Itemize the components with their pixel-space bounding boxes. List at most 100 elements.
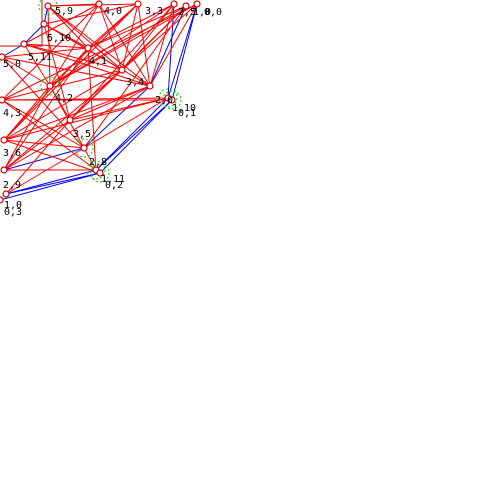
node-label: 0,3 [4,207,22,218]
graph-edge [87,3,139,49]
graph-edge [3,139,101,174]
node-label: 4,2 [55,93,73,104]
graph-edge [0,172,101,201]
graph-node [0,53,6,61]
node-label: 2,0 [155,95,173,106]
graph-node [182,2,190,10]
node-label: 1,10 [172,103,196,114]
node-label: 2,9 [3,180,21,191]
graph-node [146,82,154,90]
node-label: 3,3 [145,6,163,17]
graph-edge [3,69,123,171]
graph-node [96,169,104,177]
node-label: 0,0 [204,7,222,18]
graph-edge [69,5,187,121]
graph-node [193,0,201,8]
graph-edge [43,23,123,71]
graph-edge [99,99,173,174]
graph-edge [47,5,89,49]
graph-node [0,196,4,204]
node-label: 5,9 [55,6,73,17]
node-label: 5,11 [28,52,52,63]
graph-edge [121,3,198,71]
graph-edge [5,147,85,195]
node-highlight-ring [86,160,106,180]
node-highlight-ring [40,76,60,96]
graph-edge [3,97,169,141]
node-label: 3,5 [73,129,91,140]
graph-edge [3,69,123,141]
node-label: 0,1 [178,108,196,119]
graph-node [40,20,48,28]
graph-node [95,0,103,8]
node-highlight-ring [90,163,110,183]
graph-node [0,136,8,144]
label-group: 5,9 4,0 3,3 2,5 1,0 0,0 5,10 5,11 5,0 4,… [3,6,222,218]
graph-edge [5,119,71,195]
graph-node [66,116,74,124]
node-label: 2,5 [178,7,196,18]
graph-node [170,0,178,8]
graph-edge [23,43,123,71]
graph-node [46,82,54,90]
graph-edge [47,5,51,87]
graph-node [0,96,6,104]
graph-edge [95,99,173,171]
graph-node [0,166,8,174]
graph-edge [1,3,198,101]
graph-edge [3,139,85,149]
graph-edge [149,3,198,87]
graph-node [118,66,126,74]
graph-edge [49,3,198,87]
graph-edge [23,3,100,45]
graph-node [2,190,10,198]
graph-node [168,96,176,104]
graph-edge [43,3,139,25]
node-highlight-ring [158,88,178,108]
graph-edge [87,47,97,171]
graph-edge [47,5,123,71]
node-label: 4,0 [104,6,122,17]
graph-node [20,40,28,48]
node-label: 1,0 [4,200,22,211]
node-label: 3,4 [126,77,144,88]
graph-edge [137,3,151,87]
node-group [0,0,201,204]
graph-edge [69,97,169,121]
graph-edge [69,85,151,121]
node-label: 3,6 [3,148,21,159]
graph-edge [1,56,85,149]
node-label: 4,1 [89,56,107,67]
graph-edge [49,5,187,87]
node-highlight-ring [162,90,182,110]
node-label: 1,0 [193,7,211,18]
graph-edge [83,97,169,149]
graph-edge [83,85,151,149]
node-highlight-ring [38,0,58,16]
graph-edge [1,47,89,58]
node-label: 2,8 [89,157,107,168]
graph-edge [43,23,71,121]
node-highlight-ring [74,138,94,158]
graph-edge [1,99,97,171]
node-label: 1,11 [101,174,125,185]
graph-edge [167,3,198,99]
graph-edge [23,23,45,45]
graph-node [44,2,52,10]
graph-edge [3,119,71,171]
graph-edge [49,85,71,121]
red-edge-group [1,3,198,195]
graph-edge [49,3,175,87]
graph-edge [1,3,100,101]
graph-edge [5,172,101,195]
graph-edge [95,97,169,171]
frame-box [0,0,43,47]
graph-node [80,144,88,152]
green-ring-group [38,0,182,183]
graph-edge [171,3,198,101]
graph-edge [1,99,85,149]
graph-node [84,44,92,52]
node-label: 4,3 [3,108,21,119]
